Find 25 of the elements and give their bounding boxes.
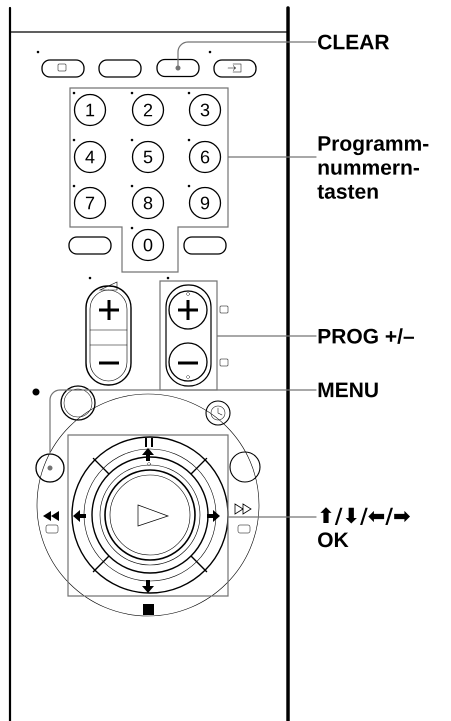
number-key: 5 (132, 140, 164, 174)
leader-line (228, 516, 317, 518)
keypad-frame (69, 87, 229, 273)
prog-frame (159, 280, 218, 391)
number-key: 4 (74, 140, 106, 174)
callout-label: MENU (318, 382, 378, 398)
leader-line (217, 335, 317, 337)
number-key: 9 (188, 186, 222, 220)
number-key: 0 (132, 228, 164, 262)
callout-label: PROG +/– (318, 328, 414, 344)
leader-line (177, 41, 317, 69)
number-key: 1 (74, 94, 106, 126)
navigation-frame (67, 434, 229, 597)
number-key: 6 (188, 140, 222, 174)
number-key: 2 (132, 94, 164, 126)
callout-label: ⬆/⬇/⬅/➡ OK (318, 507, 410, 548)
clear-button (156, 58, 200, 78)
callout-label: CLEAR (318, 34, 390, 50)
number-key: 3 (188, 94, 222, 126)
number-key: 7 (74, 186, 106, 220)
number-key: 8 (132, 186, 164, 220)
leader-line (228, 156, 317, 158)
leader-line (49, 389, 317, 454)
menu-button (35, 453, 65, 483)
callout-label: Programm- nummern- tasten (317, 136, 428, 199)
